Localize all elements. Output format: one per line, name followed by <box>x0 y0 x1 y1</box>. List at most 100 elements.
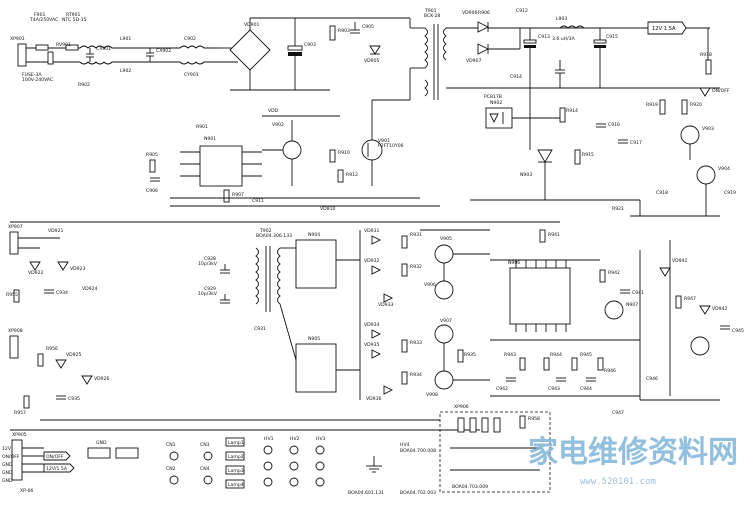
r933-label: R933 <box>410 340 422 346</box>
c929-label: C929 <box>204 286 216 292</box>
watermark-url: www.520101.com <box>580 477 656 487</box>
n906-label: N906 <box>508 260 520 266</box>
r914-label: R914 <box>566 108 578 114</box>
r945-label: R945 <box>580 352 592 358</box>
xp905-pin-1: 12V <box>2 446 12 452</box>
xp905-label: XP905 <box>12 432 27 438</box>
c947-label: C947 <box>612 410 624 416</box>
f901-label: F901 <box>34 12 45 18</box>
xp901-label: XP901 <box>10 36 25 42</box>
xp905-pin-4: GND <box>2 470 13 476</box>
c902-label: C902 <box>184 36 196 42</box>
r906-label: R906 <box>478 10 490 16</box>
c935-label: C935 <box>68 396 80 402</box>
c916-label: C916 <box>608 122 620 128</box>
cn-row-1: CN1 <box>166 442 176 448</box>
vd933-label: VD933 <box>378 302 394 308</box>
vd934-label: VD934 <box>364 322 380 328</box>
xp905-pin-5: GND <box>2 478 13 484</box>
vd922-label: VD922 <box>28 270 44 276</box>
fuse-note: FUSE-3A <box>22 72 42 78</box>
r941-label: R941 <box>548 232 560 238</box>
hv-1: HV1 <box>264 436 274 442</box>
r905-label: R905 <box>146 152 158 158</box>
bottom-section: XP905 12V ON/OFF GND GND GND ON/OFF 12V/… <box>2 404 551 496</box>
xp905-pin-3: GND <box>2 462 13 468</box>
pin-12v: 12V/1.5A <box>46 466 68 472</box>
r919-label: R919 <box>646 102 658 108</box>
r920-label: R920 <box>690 102 702 108</box>
vd907-label: VD907 <box>466 58 482 64</box>
c929-val: 10p/3kV <box>198 291 218 297</box>
c918-label: C918 <box>656 190 668 196</box>
r957-label: R957 <box>14 410 26 416</box>
r946-label: R946 <box>604 368 616 374</box>
c917-label: C917 <box>630 140 642 146</box>
c914-label: C914 <box>510 74 522 80</box>
n905-label: N905 <box>308 336 320 342</box>
r944-label: R944 <box>550 352 562 358</box>
t901-part: BCK-28 <box>424 13 440 19</box>
hv-4: HV4 <box>400 442 410 448</box>
c934-label: C934 <box>56 290 68 296</box>
sw-note: XP-06 <box>20 488 33 494</box>
f901-val: T4A/250VAC <box>29 17 58 23</box>
r955-label: R955 <box>6 292 18 298</box>
r918-label: R918 <box>700 52 712 58</box>
c931-label: C931 <box>254 326 266 332</box>
vd931-label: VD931 <box>364 228 380 234</box>
inverter-section: XP907 VD921 VD922 VD923 R955 C934 VD924 … <box>6 224 744 431</box>
xp907-label: XP907 <box>8 224 23 230</box>
v905-label: V905 <box>440 236 452 242</box>
c943-label: C943 <box>548 386 560 392</box>
r931-label: R931 <box>410 232 422 238</box>
onoff-label: ON/OFF <box>712 88 730 94</box>
lamp-4: Lamp4 <box>228 482 244 488</box>
v901-label: V901 <box>378 138 390 144</box>
vd942-label: VD942 <box>712 306 728 312</box>
vd941-label: VD941 <box>672 258 688 264</box>
v906-label: V906 <box>424 282 436 288</box>
v903-label: V903 <box>702 126 714 132</box>
r958-label: R958 <box>528 416 540 422</box>
l902-label: L902 <box>120 68 131 74</box>
cn-row-3: CN3 <box>200 442 210 448</box>
t901-label: T901 <box>424 8 437 14</box>
vd910-label: VD910 <box>320 206 336 212</box>
xp906-label: XP906 <box>454 404 469 410</box>
c941-label: C941 <box>632 290 644 296</box>
n903-label: N903 <box>520 172 532 178</box>
n901-label: N901 <box>204 136 216 142</box>
pin-onoff: ON/OFF <box>46 454 64 460</box>
watermark: 家电维修资料网 www.520101.com <box>528 435 738 487</box>
cy901-label: CY901 <box>184 72 199 78</box>
r956-label: R956 <box>46 346 58 352</box>
v904-label: V904 <box>718 166 730 172</box>
xp905-pin-2: ON/OFF <box>2 454 20 460</box>
cx901-label: CX901 <box>96 46 111 52</box>
r907-label: R907 <box>232 192 244 198</box>
part-3: BOA04.702.003 <box>400 490 436 496</box>
l901-label: L901 <box>120 36 131 42</box>
lamp-3: Lamp3 <box>228 468 244 474</box>
vd932-label: VD932 <box>364 258 380 264</box>
part-2: BOA04.700.008 <box>400 448 436 454</box>
c945-label: C945 <box>732 328 744 334</box>
c944-label: C944 <box>580 386 592 392</box>
c913-label: C913 <box>538 34 550 40</box>
vd906-label: VD906 <box>462 10 478 16</box>
r932-label: R932 <box>410 264 422 270</box>
v907-label: V907 <box>440 318 452 324</box>
gnd-label: GND <box>96 440 107 446</box>
c915-label: C915 <box>606 34 618 40</box>
v901-part: P2FT10Y06 <box>378 143 404 149</box>
l903-val: 3.6 uH/3A <box>552 36 576 42</box>
rv901-label: RV901 <box>56 42 71 48</box>
hv-2: HV2 <box>290 436 300 442</box>
part-1: BOA04.601.131 <box>348 490 384 496</box>
n907-label: N907 <box>626 302 638 308</box>
v902-label: V902 <box>272 122 284 128</box>
c919-label: C919 <box>724 190 736 196</box>
